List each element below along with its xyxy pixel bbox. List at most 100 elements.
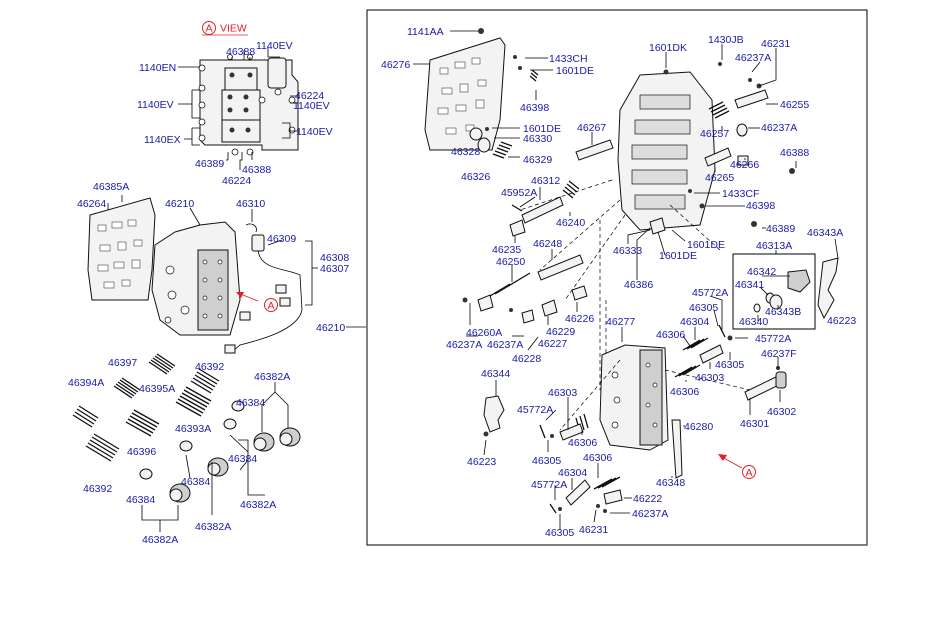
spring-46397 (113, 377, 141, 399)
label-46389-right: 46389 (766, 223, 795, 235)
springs-pistons-group: 46397 46392 46382A 46394A 46395A 46384 4… (68, 353, 301, 546)
label-46384-mid: 46384 (228, 453, 257, 465)
label-46226: 46226 (565, 313, 594, 325)
separator-plate-46276 (424, 37, 506, 151)
label-1140ex: 1140EX (144, 134, 181, 146)
o-ring-46384-a (231, 400, 245, 412)
label-46333: 46333 (613, 245, 642, 257)
label-46329: 46329 (523, 154, 552, 166)
label-46309: 46309 (267, 233, 296, 245)
spring-46306-d (593, 476, 621, 490)
spring-46306-a (682, 337, 709, 351)
label-45772a-right: 45772A (755, 333, 791, 345)
label-46341: 46341 (735, 279, 764, 291)
bracket-46223-left (483, 395, 505, 433)
spring-46394a (72, 405, 99, 428)
view-a-letter: A (206, 23, 213, 35)
label-46382a-top: 46382A (254, 371, 290, 383)
label-46307: 46307 (320, 263, 349, 275)
label-46235: 46235 (492, 244, 521, 256)
plug-46226 (571, 285, 588, 301)
label-46301: 46301 (740, 418, 769, 430)
label-46227: 46227 (538, 338, 567, 350)
label-46240: 46240 (556, 217, 585, 229)
valve-46303-b (559, 423, 584, 441)
label-46382a-mid: 46382A (240, 499, 276, 511)
label-46392-bottom: 46392 (83, 483, 112, 495)
label-46223-right: 46223 (827, 315, 856, 327)
label-46257: 46257 (700, 128, 729, 140)
spring-46392-lower (85, 433, 120, 462)
label-46231-top: 46231 (761, 38, 790, 50)
label-46308: 46308 (320, 252, 349, 264)
label-45772a-bottom: 45772A (531, 479, 567, 491)
label-46304-lower: 46304 (558, 467, 587, 479)
label-46386: 46386 (624, 279, 653, 291)
view-a-circle (202, 21, 216, 35)
valve-46304-b (565, 479, 591, 506)
label-1141aa: 1141AA (407, 26, 444, 38)
label-46396: 46396 (127, 446, 156, 458)
label-1601de-top: 1601DE (556, 65, 594, 77)
view-a-text: VIEW (220, 23, 247, 35)
plug-46237a-upper (736, 123, 748, 137)
label-46328: 46328 (451, 146, 480, 158)
label-1140ev-lower: 1140EV (296, 126, 333, 138)
label-46343a: 46343A (807, 227, 843, 239)
valve-body-plate (197, 249, 229, 331)
label-46237a-top: 46237A (735, 52, 771, 64)
label-46222: 46222 (633, 493, 662, 505)
label-46330: 46330 (523, 133, 552, 145)
label-46306-upper: 46306 (656, 329, 685, 341)
label-1140en: 1140EN (139, 62, 176, 74)
harness-plug-2 (279, 297, 291, 307)
harness-connector (251, 234, 265, 252)
plug-46228 (521, 309, 535, 324)
spring-46257 (708, 101, 730, 119)
label-46389: 46389 (195, 158, 224, 170)
solenoid-block-lower (221, 119, 261, 143)
o-ring-46384-c (179, 440, 193, 452)
label-46231-bottom: 46231 (579, 524, 608, 536)
valve-46255 (734, 89, 769, 109)
plug-46302 (775, 371, 787, 389)
spring-46392-upper (190, 368, 220, 394)
callout-a-right-circle (742, 465, 756, 479)
label-46248: 46248 (533, 238, 562, 250)
label-45772a-left: 45772A (517, 404, 553, 416)
bracket-46223-right (817, 257, 839, 320)
label-46276: 46276 (381, 59, 410, 71)
label-46265: 46265 (705, 172, 734, 184)
label-46223-left: 46223 (467, 456, 496, 468)
connector-bracket (267, 57, 287, 89)
label-46304-upper: 46304 (680, 316, 709, 328)
label-46306-lower: 46306 (568, 437, 597, 449)
valve-46312 (521, 196, 564, 224)
label-46398-upper: 46398 (520, 102, 549, 114)
label-46280: 46280 (684, 421, 713, 433)
label-1601de-right: 1601DE (687, 239, 725, 251)
o-ring-46343b (769, 294, 783, 310)
label-46394a: 46394A (68, 377, 104, 389)
label-46326: 46326 (461, 171, 490, 183)
label-46237f: 46237F (761, 348, 797, 360)
spring-46306-b (674, 364, 701, 378)
lower-valve-body-plate (639, 349, 663, 446)
label-46305-bottom: 46305 (545, 527, 574, 539)
label-46266: 46266 (730, 159, 759, 171)
spring-46396 (125, 409, 160, 437)
label-1601de-lower: 1601DE (659, 250, 697, 262)
cap-46328 (477, 137, 491, 153)
valve-46265 (704, 147, 732, 167)
exploded-view-frame (366, 9, 868, 546)
label-46229: 46229 (546, 326, 575, 338)
o-ring-46340 (753, 303, 761, 313)
plug-46235 (509, 219, 526, 237)
plug-46333 (649, 217, 666, 235)
label-46344: 46344 (481, 368, 510, 380)
label-46237a-bottom: 46237A (632, 508, 668, 520)
piston-46382a-4 (169, 483, 191, 503)
label-46343b: 46343B (765, 306, 801, 318)
solenoid-block-middle (221, 89, 261, 121)
